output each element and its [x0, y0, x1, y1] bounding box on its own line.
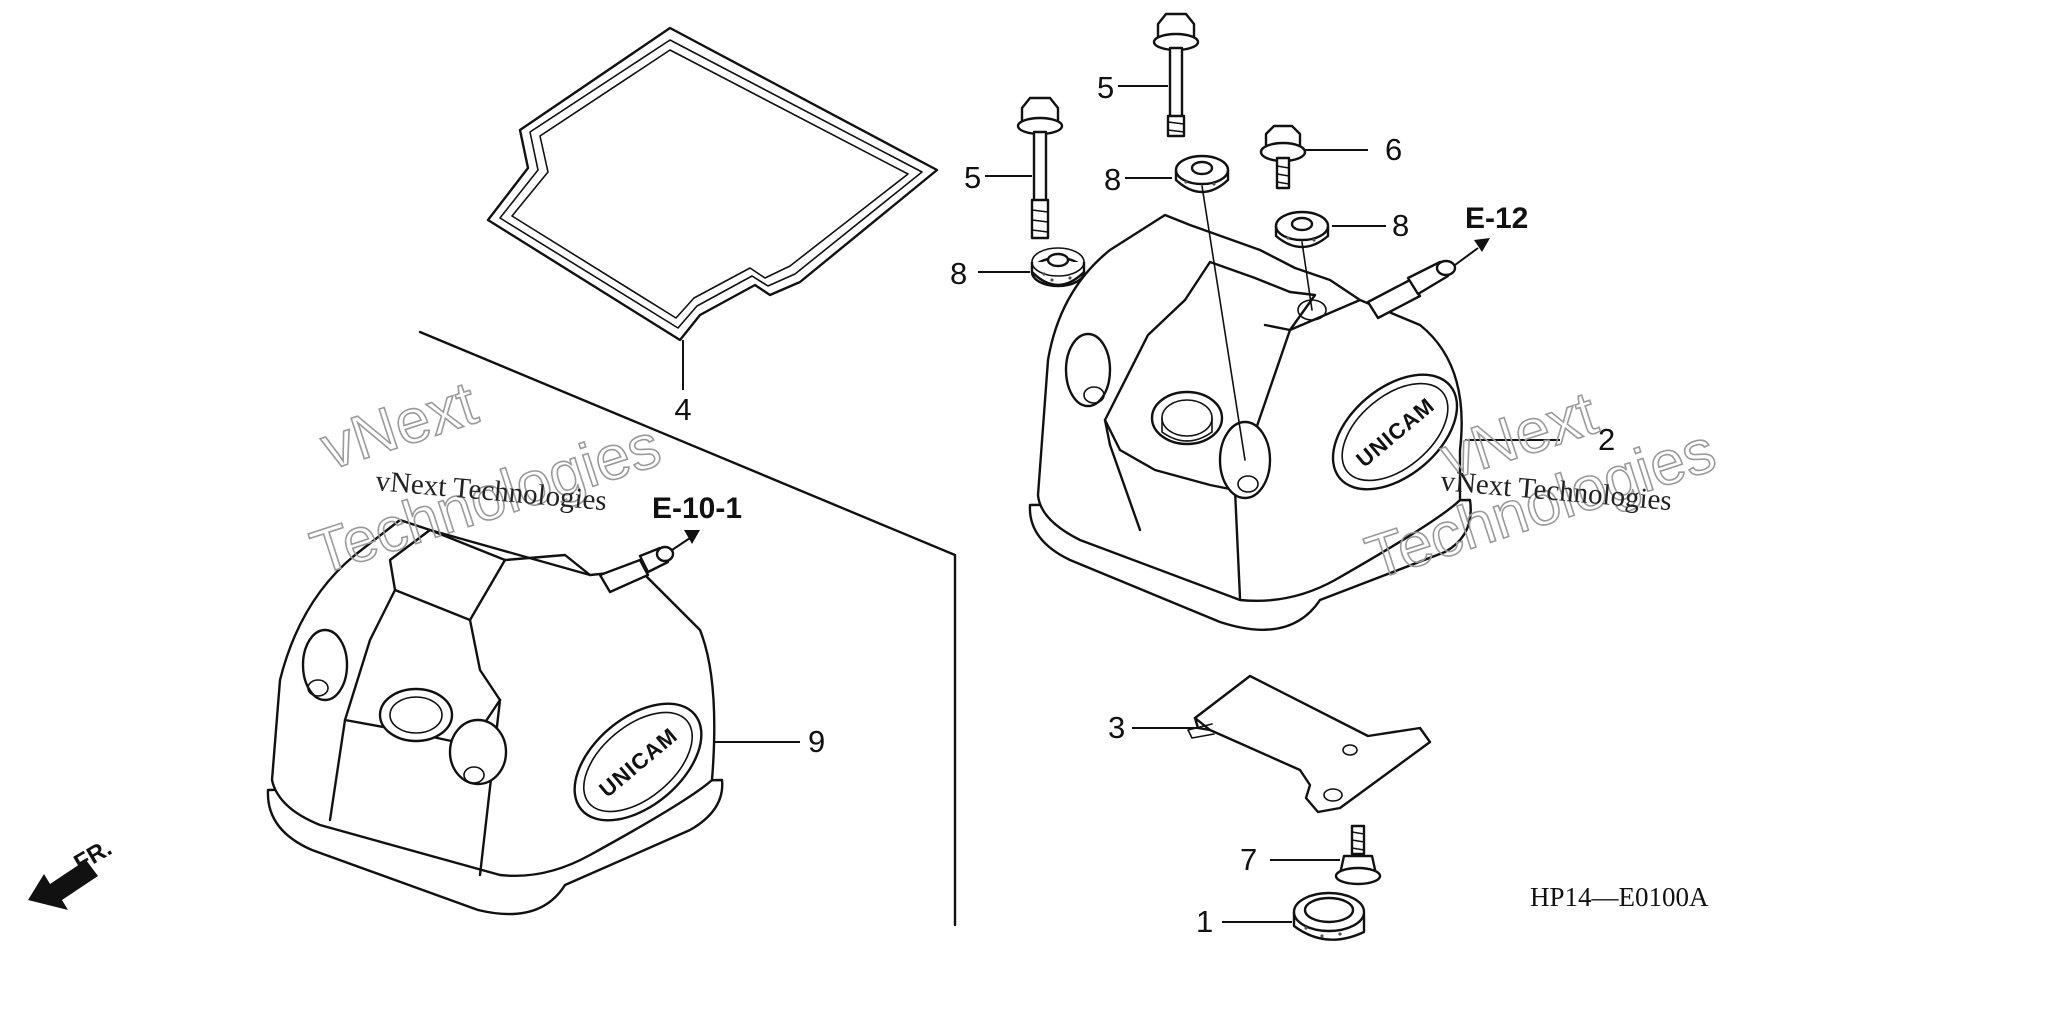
head-cover-part-2: UNICAM	[1028, 213, 1560, 631]
ref-label-e-10-1: E-10-1	[652, 492, 742, 525]
callout-number: 5	[964, 160, 981, 195]
head-cover-part-9: UNICAM	[266, 518, 800, 916]
ref-label-e-12: E-12	[1465, 202, 1528, 235]
bracket-part-3	[1132, 674, 1432, 814]
ref-arrow-e-10-1	[671, 530, 700, 551]
callout-number: 8	[1104, 162, 1121, 197]
callout-number: 3	[1108, 710, 1125, 745]
separator-line	[418, 330, 957, 927]
callout-number: 2	[1598, 422, 1615, 457]
ref-arrow-e-12	[1454, 238, 1490, 266]
bolt-axis-lines	[1201, 185, 1313, 461]
washer-part-8-left	[978, 247, 1086, 288]
callout-number: 8	[950, 256, 967, 291]
front-direction-arrow: FR.	[28, 834, 116, 910]
callout-number: 6	[1385, 132, 1402, 167]
washer-part-8-right	[1274, 210, 1386, 249]
callout-number: 8	[1392, 208, 1409, 243]
callout-numbers: 2 3 4 5 5 6 7 8 8 8 9 1	[674, 70, 1615, 939]
callout-number: 1	[1196, 904, 1213, 939]
seal-part-1	[1222, 891, 1366, 941]
bolt-part-6	[1259, 124, 1368, 190]
callout-number: 4	[674, 392, 691, 427]
callout-number: 9	[808, 724, 825, 759]
bolt-part-5-left	[985, 96, 1064, 240]
bolt-part-7	[1270, 824, 1382, 886]
washer-part-8-top	[1125, 154, 1230, 194]
bolt-part-5-top	[1118, 12, 1200, 138]
diagram-code: HP14—E0100A	[1530, 882, 1709, 912]
gasket-part-4	[486, 26, 939, 390]
callout-number: 5	[1097, 70, 1114, 105]
callout-number: 7	[1240, 842, 1257, 877]
